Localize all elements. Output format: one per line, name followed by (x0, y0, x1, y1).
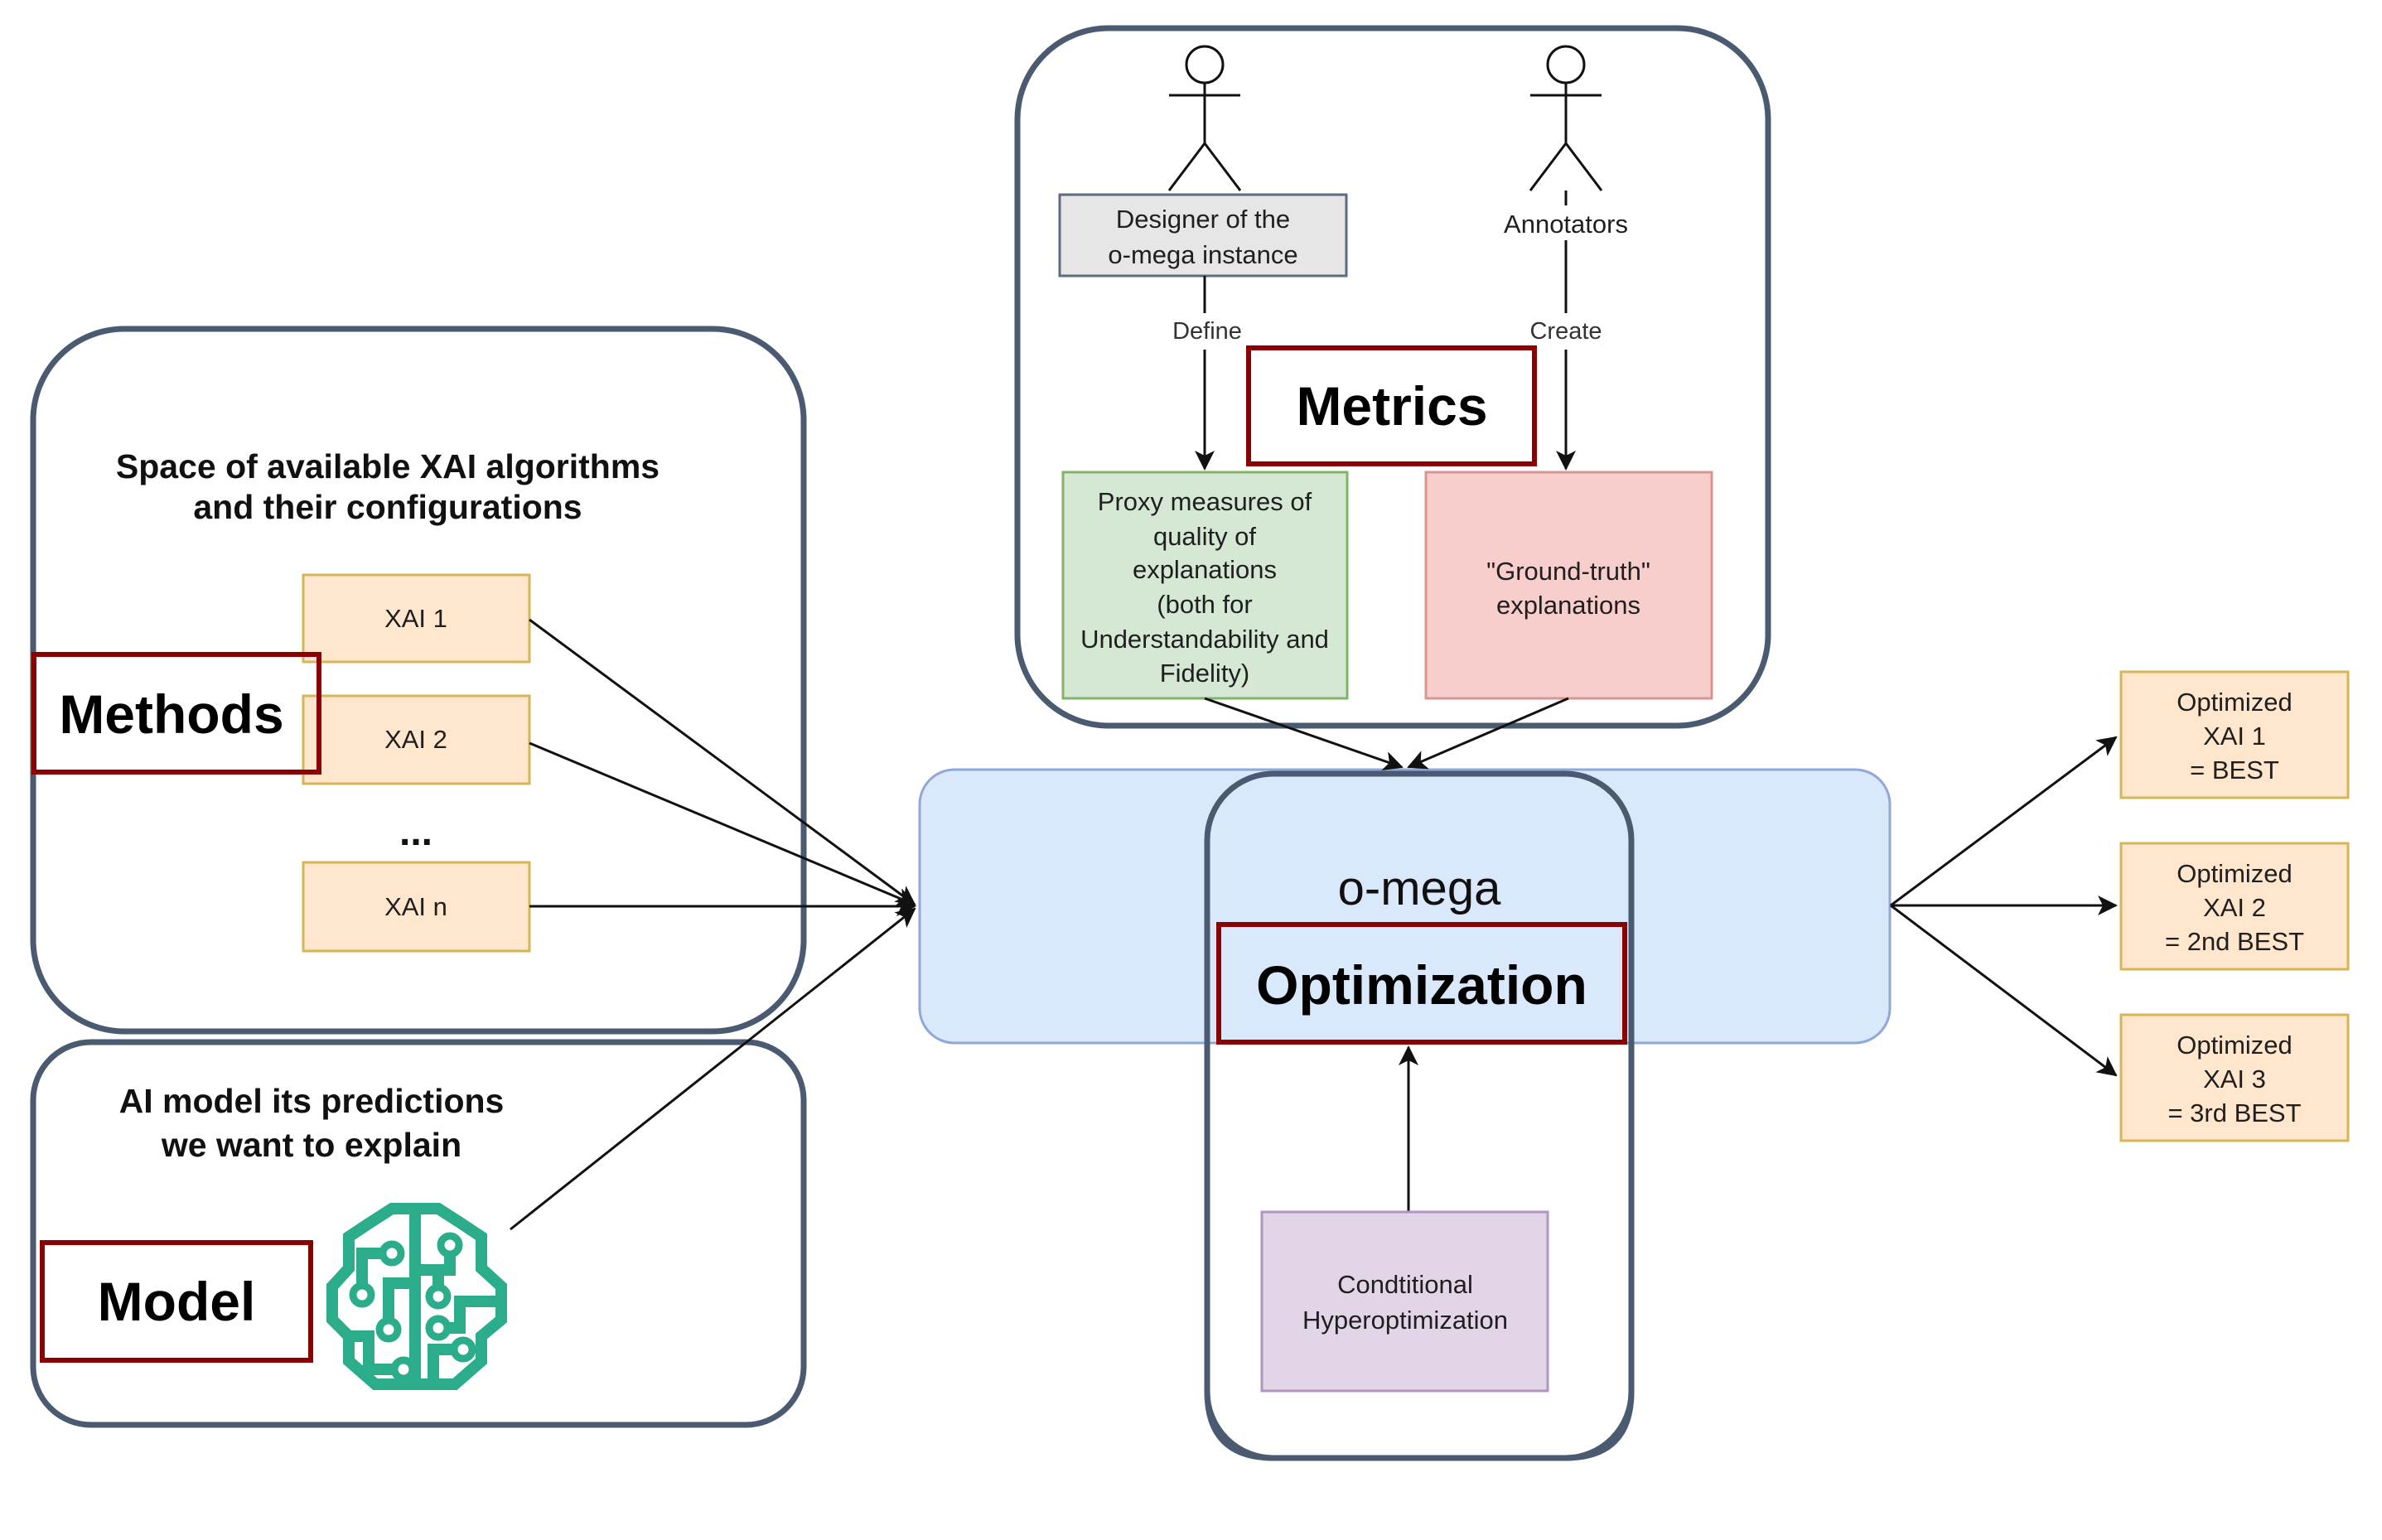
output-line-3: = BEST (2190, 756, 2279, 784)
output-line-2: XAI 1 (2203, 722, 2266, 751)
model-title-line-2: we want to explain (161, 1126, 461, 1164)
hyperoptimization-rect[interactable] (1260, 1210, 1549, 1393)
xai-label: XAI n (384, 892, 447, 921)
output-item-1[interactable]: Optimized XAI 1 = BEST (2119, 670, 2350, 799)
model-label: Model (98, 1271, 256, 1332)
proxy-line-4: (both for (1157, 590, 1252, 619)
output-box[interactable] (2119, 1013, 2350, 1142)
omega-container-lower (1204, 1042, 1635, 1461)
methods-label-box (31, 652, 321, 775)
output-item-2[interactable]: Optimized XAI 2 = 2nd BEST (2119, 842, 2350, 971)
ground-truth-line-2: explanations (1496, 591, 1640, 620)
edge-omega-to-output-1 (1890, 736, 2118, 907)
input-edges (510, 618, 1569, 1231)
methods-title-line-2: and their configurations (193, 488, 582, 526)
create-edge-label: Create (1529, 318, 1602, 345)
designer-box[interactable]: Designer of the o-mega instance (1058, 193, 1348, 278)
proxy-line-5: Understandability and (1080, 625, 1329, 654)
output-line-1: Optimized (2177, 859, 2293, 888)
proxy-line-6: Fidelity) (1160, 659, 1250, 688)
output-line-2: XAI 3 (2203, 1064, 2266, 1093)
omega-panel: o-mega Optimization Condtitional Hyperop… (918, 768, 1892, 1461)
proxy-line-3: explanations (1133, 555, 1277, 584)
xai-item-1[interactable]: XAI 1 (302, 573, 531, 664)
annotator-actor-icon (1529, 45, 1603, 191)
output-line-3: = 3rd BEST (2167, 1098, 2301, 1127)
optimization-label: Optimization (1256, 954, 1587, 1016)
output-box[interactable] (2119, 842, 2350, 971)
metrics-label: Metrics (1296, 375, 1487, 437)
xai-ellipsis: ... (399, 810, 432, 854)
xai-label: XAI 2 (384, 725, 447, 754)
ground-truth-box[interactable]: "Ground-truth" explanations (1424, 471, 1713, 700)
xai-box[interactable] (302, 861, 531, 953)
edge-model-to-omega (510, 907, 916, 1231)
xai-label: XAI 1 (384, 604, 447, 633)
proxy-measures-box[interactable]: Proxy measures of quality of explanation… (1061, 471, 1349, 700)
brain-circuit-icon (326, 1203, 507, 1390)
output-line-1: Optimized (2177, 688, 2293, 717)
ground-truth-rect[interactable] (1424, 471, 1713, 700)
methods-title-line-1: Space of available XAI algorithms (116, 447, 660, 485)
output-item-3[interactable]: Optimized XAI 3 = 3rd BEST (2119, 1013, 2350, 1142)
edge-xai2-to-omega (529, 741, 916, 907)
proxy-line-2: quality of (1153, 522, 1256, 551)
ground-truth-line-1: "Ground-truth" (1486, 557, 1650, 586)
proxy-line-1: Proxy measures of (1098, 487, 1312, 516)
xai-box[interactable] (302, 694, 531, 785)
model-label-box (40, 1240, 313, 1363)
edge-proxy-to-omega (1204, 697, 1404, 771)
proxy-measures-rect[interactable] (1061, 471, 1349, 700)
xai-item-2[interactable]: XAI 2 (302, 694, 531, 785)
metrics-panel: Designer of the o-mega instance Define A… (1014, 25, 1771, 729)
output-line-3: = 2nd BEST (2165, 927, 2304, 956)
edge-xai1-to-omega (529, 618, 916, 906)
model-panel: AI model its predictions we want to expl… (30, 1039, 807, 1428)
designer-label-box[interactable] (1058, 193, 1348, 278)
model-title-line-1: AI model its predictions (119, 1082, 505, 1120)
designer-label-line-1: Designer of the (1116, 205, 1290, 234)
xai-item-n[interactable]: XAI n (302, 861, 531, 953)
hyperoptimization-box[interactable]: Condtitional Hyperoptimization (1260, 1210, 1549, 1393)
edge-omega-to-output-3 (1890, 904, 2118, 1077)
output-line-2: XAI 2 (2203, 893, 2266, 922)
designer-label-line-2: o-mega instance (1108, 240, 1297, 269)
optimization-label-box (1216, 922, 1627, 1045)
output-box[interactable] (2119, 670, 2350, 799)
output-edges (1890, 736, 2118, 1077)
define-edge-label: Define (1172, 318, 1242, 345)
omega-title: o-mega (1338, 862, 1501, 915)
xai-box[interactable] (302, 573, 531, 664)
hyperopt-line-1: Condtitional (1337, 1270, 1473, 1299)
methods-panel: Space of available XAI algorithms and th… (30, 326, 807, 1035)
output-line-1: Optimized (2177, 1031, 2293, 1060)
methods-label: Methods (59, 683, 283, 745)
annotators-label: Annotators (1504, 210, 1628, 239)
metrics-label-box (1246, 345, 1537, 466)
designer-actor-icon (1167, 45, 1242, 191)
edge-groundtruth-to-omega (1407, 697, 1569, 770)
hyperopt-line-2: Hyperoptimization (1302, 1306, 1508, 1335)
